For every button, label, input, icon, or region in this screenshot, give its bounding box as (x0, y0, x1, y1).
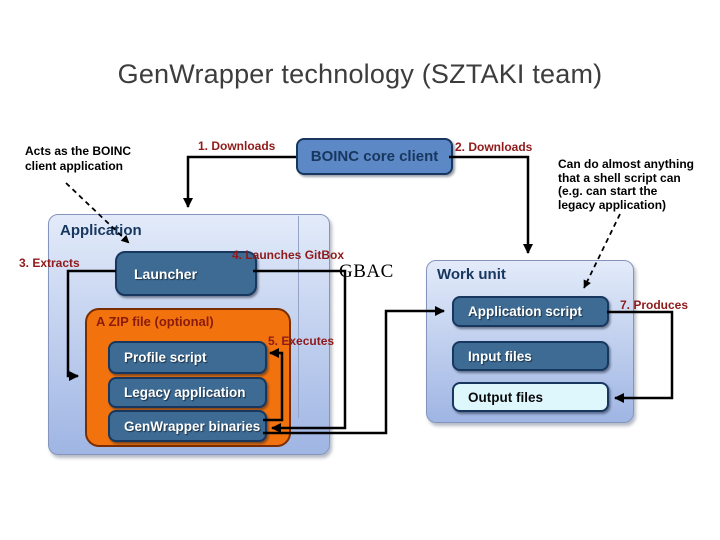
boinc-core-client-node: BOINC core client (296, 138, 453, 175)
step-5-executes-label: 5. Executes (268, 334, 335, 348)
step-3-extracts-label: 3. Extracts (19, 256, 80, 270)
step-2-downloads-label: 2. Downloads (455, 140, 533, 154)
input-files-node: Input files (452, 341, 609, 371)
note-shell-script: Can do almost anything that a shell scri… (558, 157, 695, 212)
work-unit-label: Work unit (437, 266, 506, 283)
output-files-node: Output files (452, 382, 609, 412)
input-files-label: Input files (468, 348, 532, 364)
profile-script-node: Profile script (108, 341, 267, 374)
launcher-label: Launcher (134, 265, 198, 282)
genwrapper-binaries-label: GenWrapper binaries (124, 418, 261, 434)
boinc-core-client-label: BOINC core client (310, 148, 439, 165)
application-script-label: Application script (468, 304, 583, 319)
application-script-node: Application script (452, 296, 609, 327)
application-inner-divider (298, 216, 299, 418)
gbac-struck-label: GBAC (339, 261, 394, 282)
output-files-label: Output files (468, 389, 543, 405)
note-acts-as-boinc-client: Acts as the BOINC client application (25, 144, 132, 173)
legacy-application-label: Legacy application (124, 385, 246, 400)
arrow-2-boinc-to-workunit (449, 155, 533, 255)
genwrapper-binaries-node: GenWrapper binaries (108, 410, 267, 442)
application-label: Application (60, 222, 142, 239)
step-4-launches-gitbox-label: 4. Launches GitBox (232, 248, 345, 262)
zip-file-label: A ZIP file (optional) (96, 314, 214, 329)
arrow-1-boinc-to-application (183, 155, 296, 209)
legacy-application-node: Legacy application (108, 377, 267, 408)
profile-script-label: Profile script (124, 350, 207, 365)
slide-title: GenWrapper technology (SZTAKI team) (117, 59, 603, 89)
step-1-downloads-label: 1. Downloads (198, 139, 276, 153)
step-7-produces-label: 7. Produces (620, 298, 689, 312)
